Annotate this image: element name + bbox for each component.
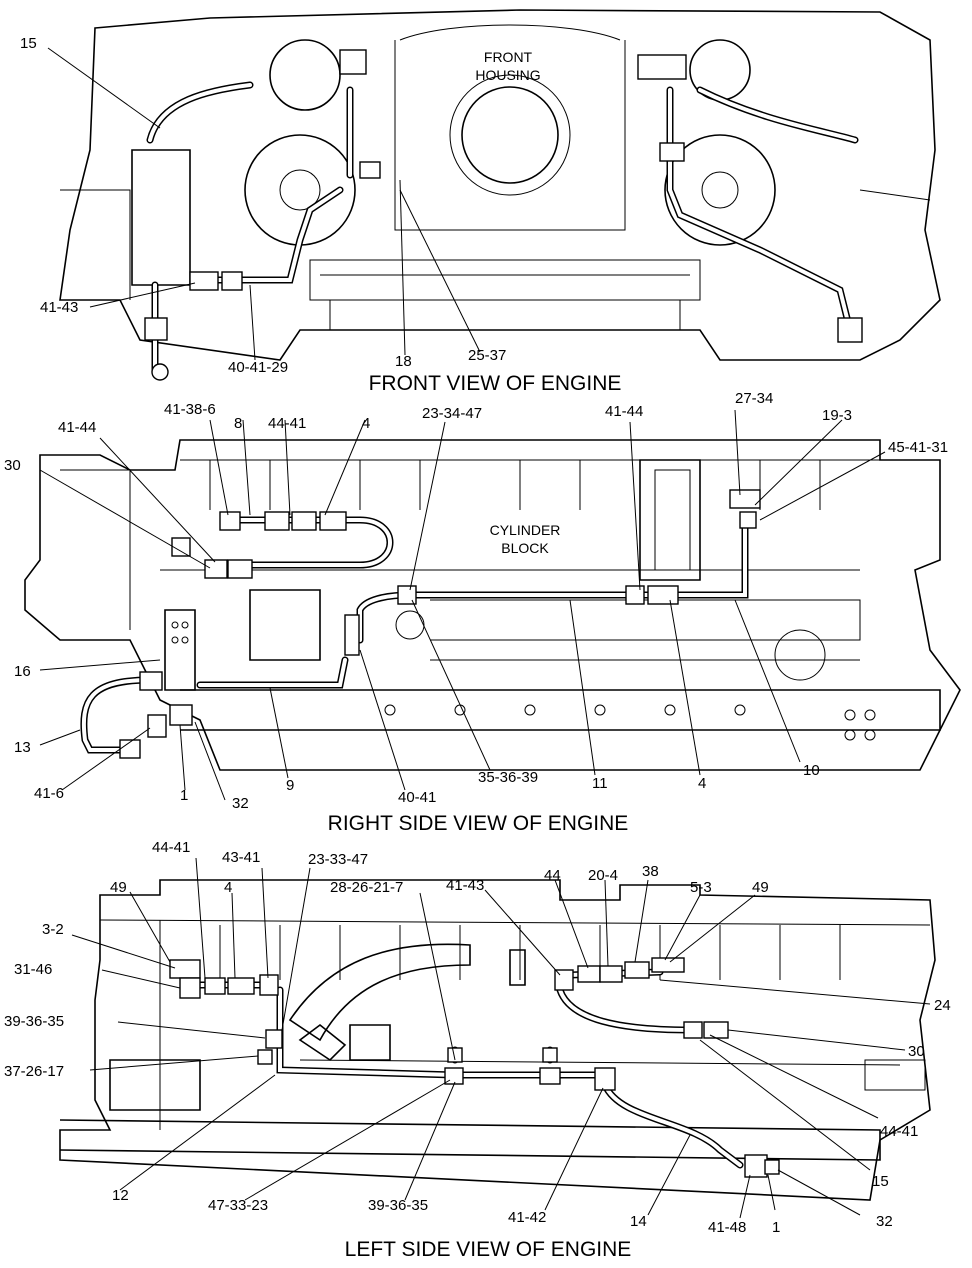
callout-left-41-43: 41-43 [446, 877, 484, 894]
callout-right-1: 1 [180, 787, 188, 804]
front-view-title: FRONT VIEW OF ENGINE [369, 372, 622, 395]
callout-left-37-26-17: 37-26-17 [4, 1063, 64, 1080]
front-view [59, 9, 941, 381]
callout-left-43-41: 43-41 [222, 849, 260, 866]
front-housing-caption-line1: FRONT [484, 49, 533, 65]
cylinder-block-caption-line2: BLOCK [501, 540, 549, 556]
leader-lines [39, 47, 931, 1219]
callout-right-40-41: 40-41 [398, 789, 436, 806]
callout-right-23-34-47: 23-34-47 [422, 405, 482, 422]
callout-left-47-33-23: 47-33-23 [208, 1197, 268, 1214]
callout-right-4-top: 4 [362, 415, 370, 432]
callout-left-30: 30 [908, 1043, 925, 1060]
left-side-view-title: LEFT SIDE VIEW OF ENGINE [345, 1238, 632, 1261]
callout-right-41-44-left: 41-44 [58, 419, 96, 436]
callout-left-15: 15 [872, 1173, 889, 1190]
right-side-view [24, 439, 961, 771]
callout-front-15: 15 [20, 35, 37, 52]
callout-left-41-42: 41-42 [508, 1209, 546, 1226]
front-housing-caption-line2: HOUSING [475, 67, 540, 83]
callout-front-25-37: 25-37 [468, 347, 506, 364]
callout-right-19-3: 19-3 [822, 407, 852, 424]
callout-left-44-41-top: 44-41 [152, 839, 190, 856]
callout-left-28-26-21-7: 28-26-21-7 [330, 879, 403, 896]
callout-left-23-33-47: 23-33-47 [308, 851, 368, 868]
callout-right-32: 32 [232, 795, 249, 812]
callout-right-27-34: 27-34 [735, 390, 773, 407]
right-side-view-title: RIGHT SIDE VIEW OF ENGINE [328, 812, 629, 835]
callout-right-44-41: 44-41 [268, 415, 306, 432]
callout-left-24: 24 [934, 997, 951, 1014]
callout-right-35-36-39: 35-36-39 [478, 769, 538, 786]
callout-left-44-41-right: 44-41 [880, 1123, 918, 1140]
callout-right-9: 9 [286, 777, 294, 794]
callout-right-13: 13 [14, 739, 31, 756]
callout-right-30: 30 [4, 457, 21, 474]
left-side-view [59, 879, 936, 1201]
callout-front-41-43: 41-43 [40, 299, 78, 316]
cylinder-block-caption-line1: CYLINDER [490, 522, 561, 538]
callout-right-10: 10 [803, 762, 820, 779]
callout-front-40-41-29: 40-41-29 [228, 359, 288, 376]
callout-left-38: 38 [642, 863, 659, 880]
callout-right-16: 16 [14, 663, 31, 680]
callout-left-1: 1 [772, 1219, 780, 1236]
callout-right-4-bottom: 4 [698, 775, 706, 792]
callout-front-18: 18 [395, 353, 412, 370]
callout-left-39-36-35-left: 39-36-35 [4, 1013, 64, 1030]
callout-right-41-38-6: 41-38-6 [164, 401, 216, 418]
callout-right-41-6: 41-6 [34, 785, 64, 802]
callout-left-49-right: 49 [752, 879, 769, 896]
callout-left-12: 12 [112, 1187, 129, 1204]
callout-right-11: 11 [592, 775, 608, 792]
callout-left-31-46: 31-46 [14, 961, 52, 978]
callout-left-32: 32 [876, 1213, 893, 1230]
callout-right-45-41-31: 45-41-31 [888, 439, 948, 456]
callout-left-20-4: 20-4 [588, 867, 618, 884]
callout-left-49-left: 49 [110, 879, 127, 896]
callout-right-41-44-top: 41-44 [605, 403, 643, 420]
callout-left-14: 14 [630, 1213, 647, 1230]
callout-left-3-2: 3-2 [42, 921, 64, 938]
callout-left-39-36-35-bottom: 39-36-35 [368, 1197, 428, 1214]
callout-right-8: 8 [234, 415, 242, 432]
callout-left-44: 44 [544, 867, 561, 884]
callout-left-5-3: 5-3 [690, 879, 712, 896]
callout-left-4: 4 [224, 879, 232, 896]
callout-left-41-48: 41-48 [708, 1219, 746, 1236]
